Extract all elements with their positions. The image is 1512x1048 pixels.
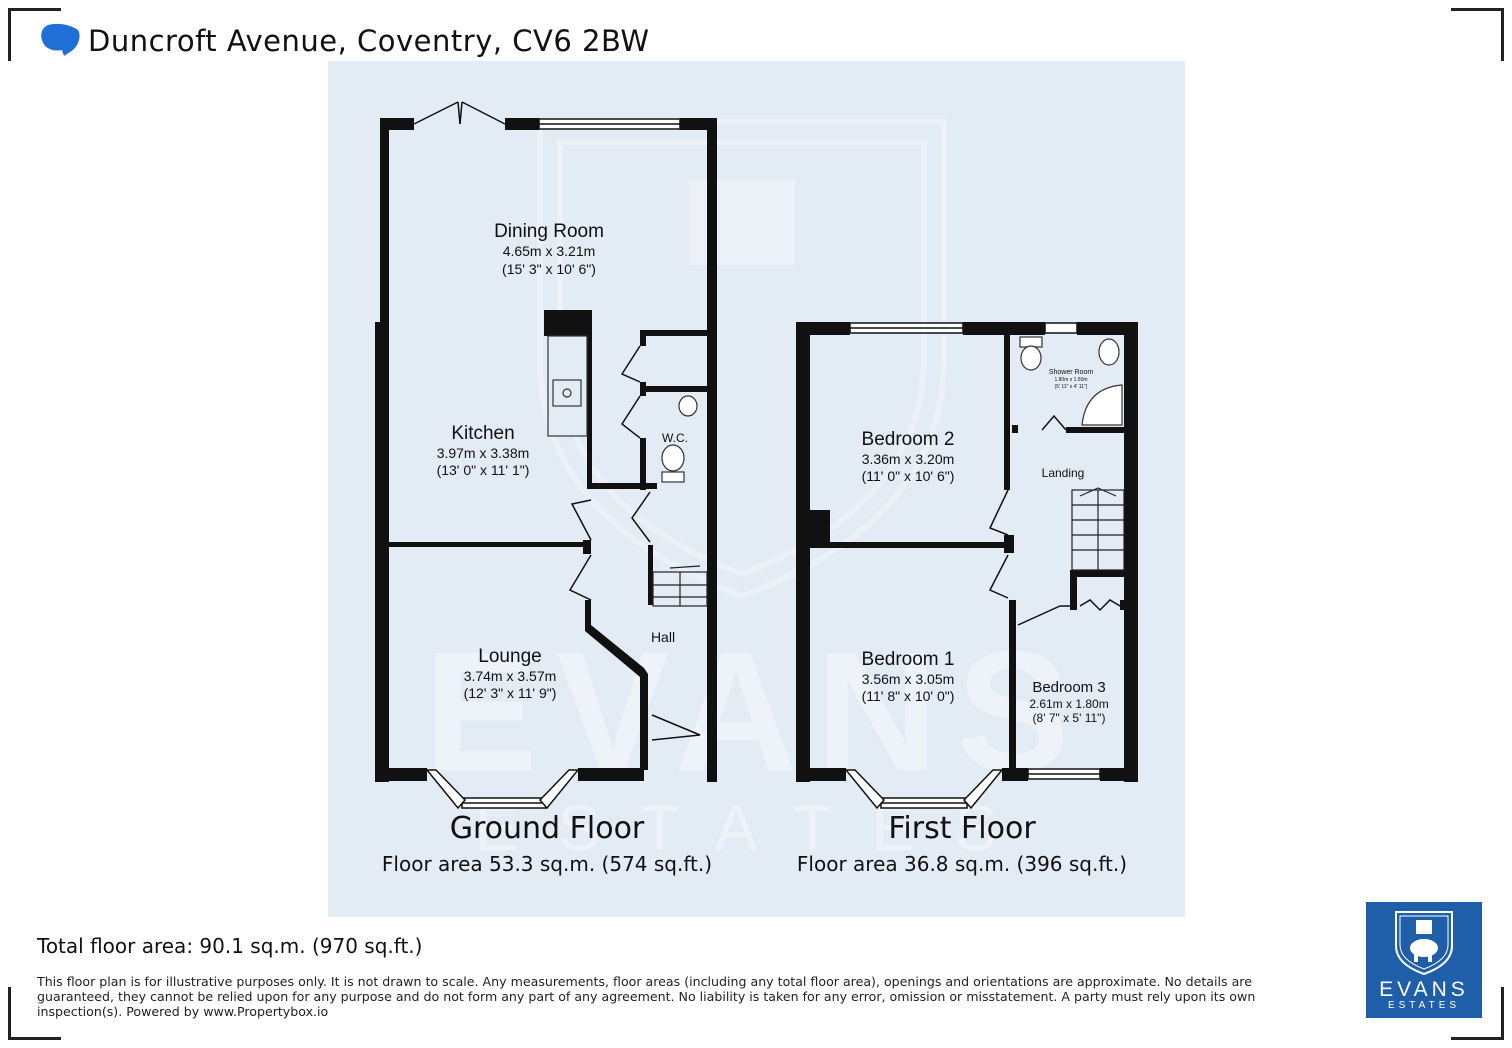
wc-name: W.C. [662,431,688,445]
bedroom3-name: Bedroom 3 [1032,679,1105,696]
bedroom2-metric: 3.36m x 3.20m [862,451,955,467]
watermark-crest [537,119,947,600]
crest-icon [1395,911,1453,976]
corner-mark-top-left [8,8,61,61]
kitchen-imperial: (13' 0" x 11' 1") [437,462,530,478]
ground-floor-windows [425,118,681,810]
landing-name: Landing [1042,466,1085,480]
bedroom2-imperial: (11' 0" x 10' 6") [862,468,955,484]
bedroom1-name: Bedroom 1 [862,649,955,670]
location-pin-icon [41,23,80,57]
page-title: Duncroft Avenue, Coventry, CV6 2BW [88,24,650,58]
bedroom2-name: Bedroom 2 [862,429,955,450]
first-floor-label: First Floor [888,811,1036,846]
lounge-imperial: (12' 3" x 11' 9") [464,685,557,701]
bedroom3-metric: 2.61m x 1.80m [1029,697,1108,711]
corner-mark-top-right [1451,8,1504,61]
bedroom1-imperial: (11' 8" x 10' 0") [862,688,955,704]
first-floor-area: Floor area 36.8 sq.m. (396 sq.ft.) [796,852,1128,876]
first-floor-walls [796,322,1138,782]
kitchen-name: Kitchen [451,423,514,444]
watermark-name: EVANS [424,617,1087,807]
logo-sub: ESTATES [1387,1000,1461,1011]
first-floor-windows [844,322,1101,810]
corner-mark-bottom-right [1451,987,1504,1040]
kitchen-sink [547,335,588,437]
ground-floor-label: Ground Floor [449,811,645,846]
corner-mark-bottom-left [8,987,61,1040]
ground-floor-doors [413,101,701,741]
kitchen-metric: 3.97m x 3.38m [437,445,530,461]
dining-room-metric: 4.65m x 3.21m [503,243,596,259]
disclaimer-text: This floor plan is for illustrative purp… [37,974,1256,1019]
wc-toilet [661,395,698,483]
shower-room-name: Shower Room [1049,369,1094,376]
lounge-name: Lounge [478,646,541,667]
dining-room-name: Dining Room [494,221,604,242]
ground-floor-stairs [652,565,708,607]
ground-floor-walls [375,118,717,782]
bedroom3-imperial: (8' 7" x 5' 11") [1033,711,1106,725]
shower-fixtures [1019,336,1123,426]
lounge-metric: 3.74m x 3.57m [464,668,557,684]
hall-name: Hall [651,629,675,645]
brand-logo: EVANS ESTATES [1366,902,1482,1018]
total-floor-area: Total floor area: 90.1 sq.m. (970 sq.ft.… [37,934,423,958]
shower-room-metric: 1.80m x 1.50m [1054,377,1087,383]
first-floor-doors [988,414,1121,626]
shower-room-imperial: (5' 11" x 4' 11") [1055,384,1088,390]
first-floor-stairs [1071,487,1125,571]
ground-floor-area: Floor area 53.3 sq.m. (574 sq.ft.) [381,852,713,876]
bedroom1-metric: 3.56m x 3.05m [862,671,955,687]
dining-room-imperial: (15' 3" x 10' 6") [502,261,596,277]
logo-name: EVANS [1379,978,1469,1001]
